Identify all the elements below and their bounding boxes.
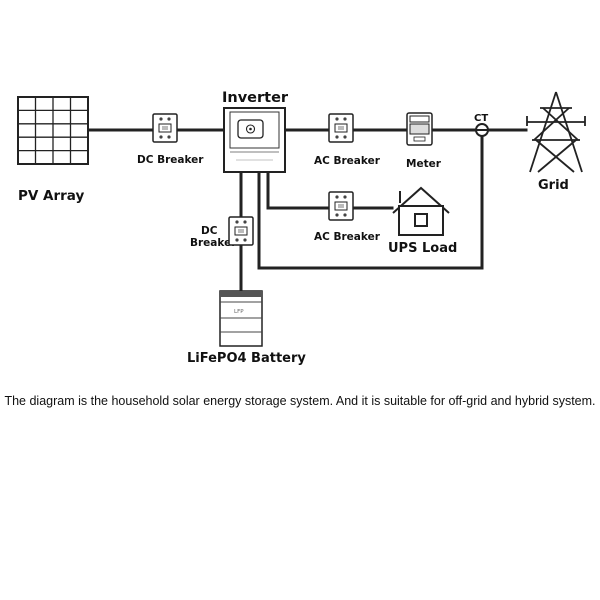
inverter-label: Inverter [222,90,289,106]
dc-breaker-batt-label-line1: DC [201,225,218,237]
ct-sensor-icon [475,123,489,137]
meter-label: Meter [406,158,442,170]
ac-breaker-ups-label: AC Breaker [314,231,381,243]
dc-breaker-batt-icon [228,216,254,246]
battery-label: LiFePO4 Battery [187,351,306,366]
battery-icon: LFP [219,290,263,347]
house-icon [392,186,450,236]
wires [88,128,528,292]
wire-ct-sense [257,134,484,270]
pv-array-icon [17,96,89,165]
ac-breaker-grid-label: AC Breaker [314,155,381,167]
wire-inverter-to-ac-breaker-ups [266,170,330,210]
ct-label: CT [474,113,488,124]
dc-breaker-batt-label-line2: Breaker [190,237,237,249]
ac-breaker-grid-icon [328,113,354,143]
inverter-icon [223,107,286,173]
pv-array-label: PV Array [18,188,85,204]
dc-breaker-pv-icon [152,113,178,143]
ac-breaker-ups-icon [328,191,354,221]
dc-breaker-pv-label: DC Breaker [137,154,204,166]
ups-load-label: UPS Load [388,241,457,256]
grid-label: Grid [538,178,569,193]
grid-tower-icon [526,91,586,173]
diagram-caption: The diagram is the household solar energ… [4,394,596,408]
battery-tag: LFP [234,309,244,315]
meter-icon [406,112,433,146]
